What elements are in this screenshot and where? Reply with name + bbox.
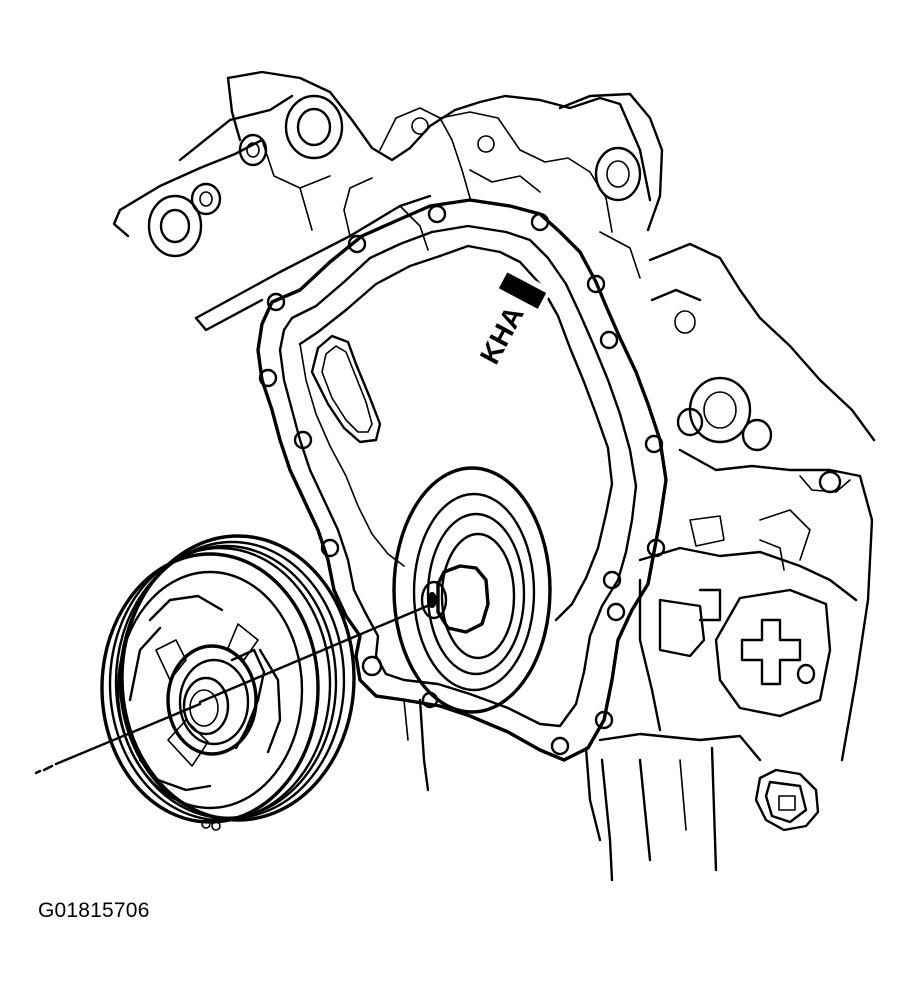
crankshaft-seal bbox=[392, 466, 552, 714]
oil-pan-edge bbox=[403, 698, 602, 842]
alignment-leader-lines bbox=[34, 602, 434, 775]
cover-bolts bbox=[258, 204, 666, 756]
crankshaft-balancer-pulley bbox=[100, 534, 356, 831]
cover-id-label: KHA bbox=[454, 265, 553, 387]
engine-block bbox=[112, 70, 876, 882]
figure-code: G01815706 bbox=[38, 899, 150, 922]
engine-front-cover: KHA bbox=[256, 198, 668, 762]
